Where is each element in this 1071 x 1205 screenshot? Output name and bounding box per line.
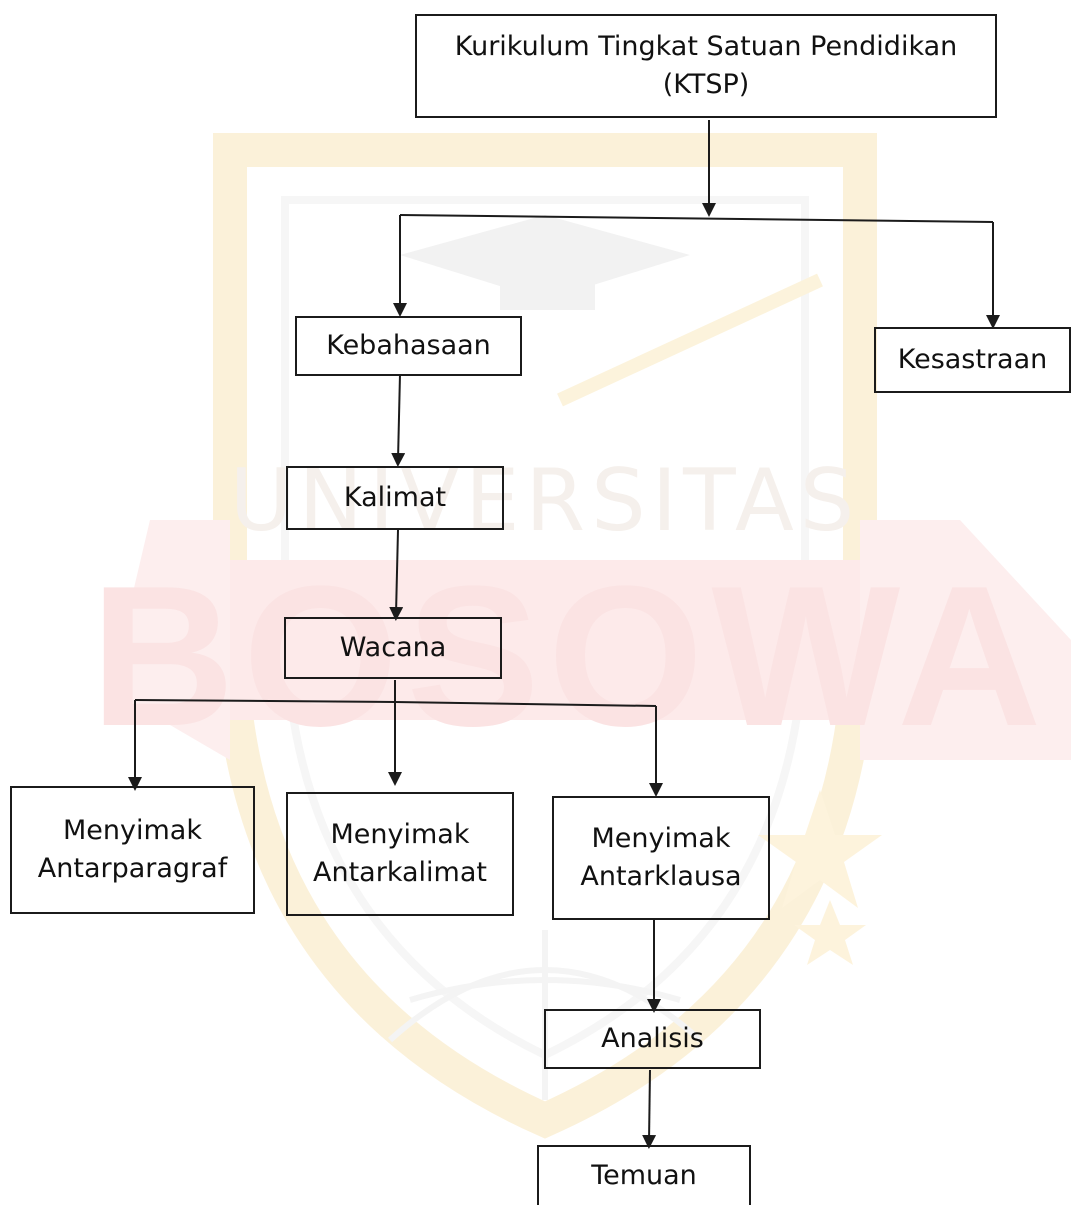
- split-line-top: [399, 214, 994, 223]
- node-antarklausa: Menyimak Antarklausa: [552, 796, 770, 920]
- arrow-kebahasaan-to-kalimat: [391, 373, 406, 467]
- node-kalimat: Kalimat: [286, 466, 504, 530]
- node-wacana: Wacana: [284, 617, 502, 679]
- node-temuan: Temuan: [537, 1145, 751, 1205]
- node-ktsp: Kurikulum Tingkat Satuan Pendidikan (KTS…: [415, 14, 997, 118]
- node-kesastraan: Kesastraan: [874, 327, 1071, 393]
- node-antarkalimat: Menyimak Antarkalimat: [286, 792, 514, 916]
- node-kebahasaan: Kebahasaan: [295, 316, 522, 376]
- node-analisis: Analisis: [544, 1009, 761, 1069]
- arrow-analisis-to-temuan: [642, 1069, 657, 1149]
- arrow-kalimat-to-wacana: [389, 529, 404, 621]
- node-antarparagraf: Menyimak Antarparagraf: [10, 786, 255, 914]
